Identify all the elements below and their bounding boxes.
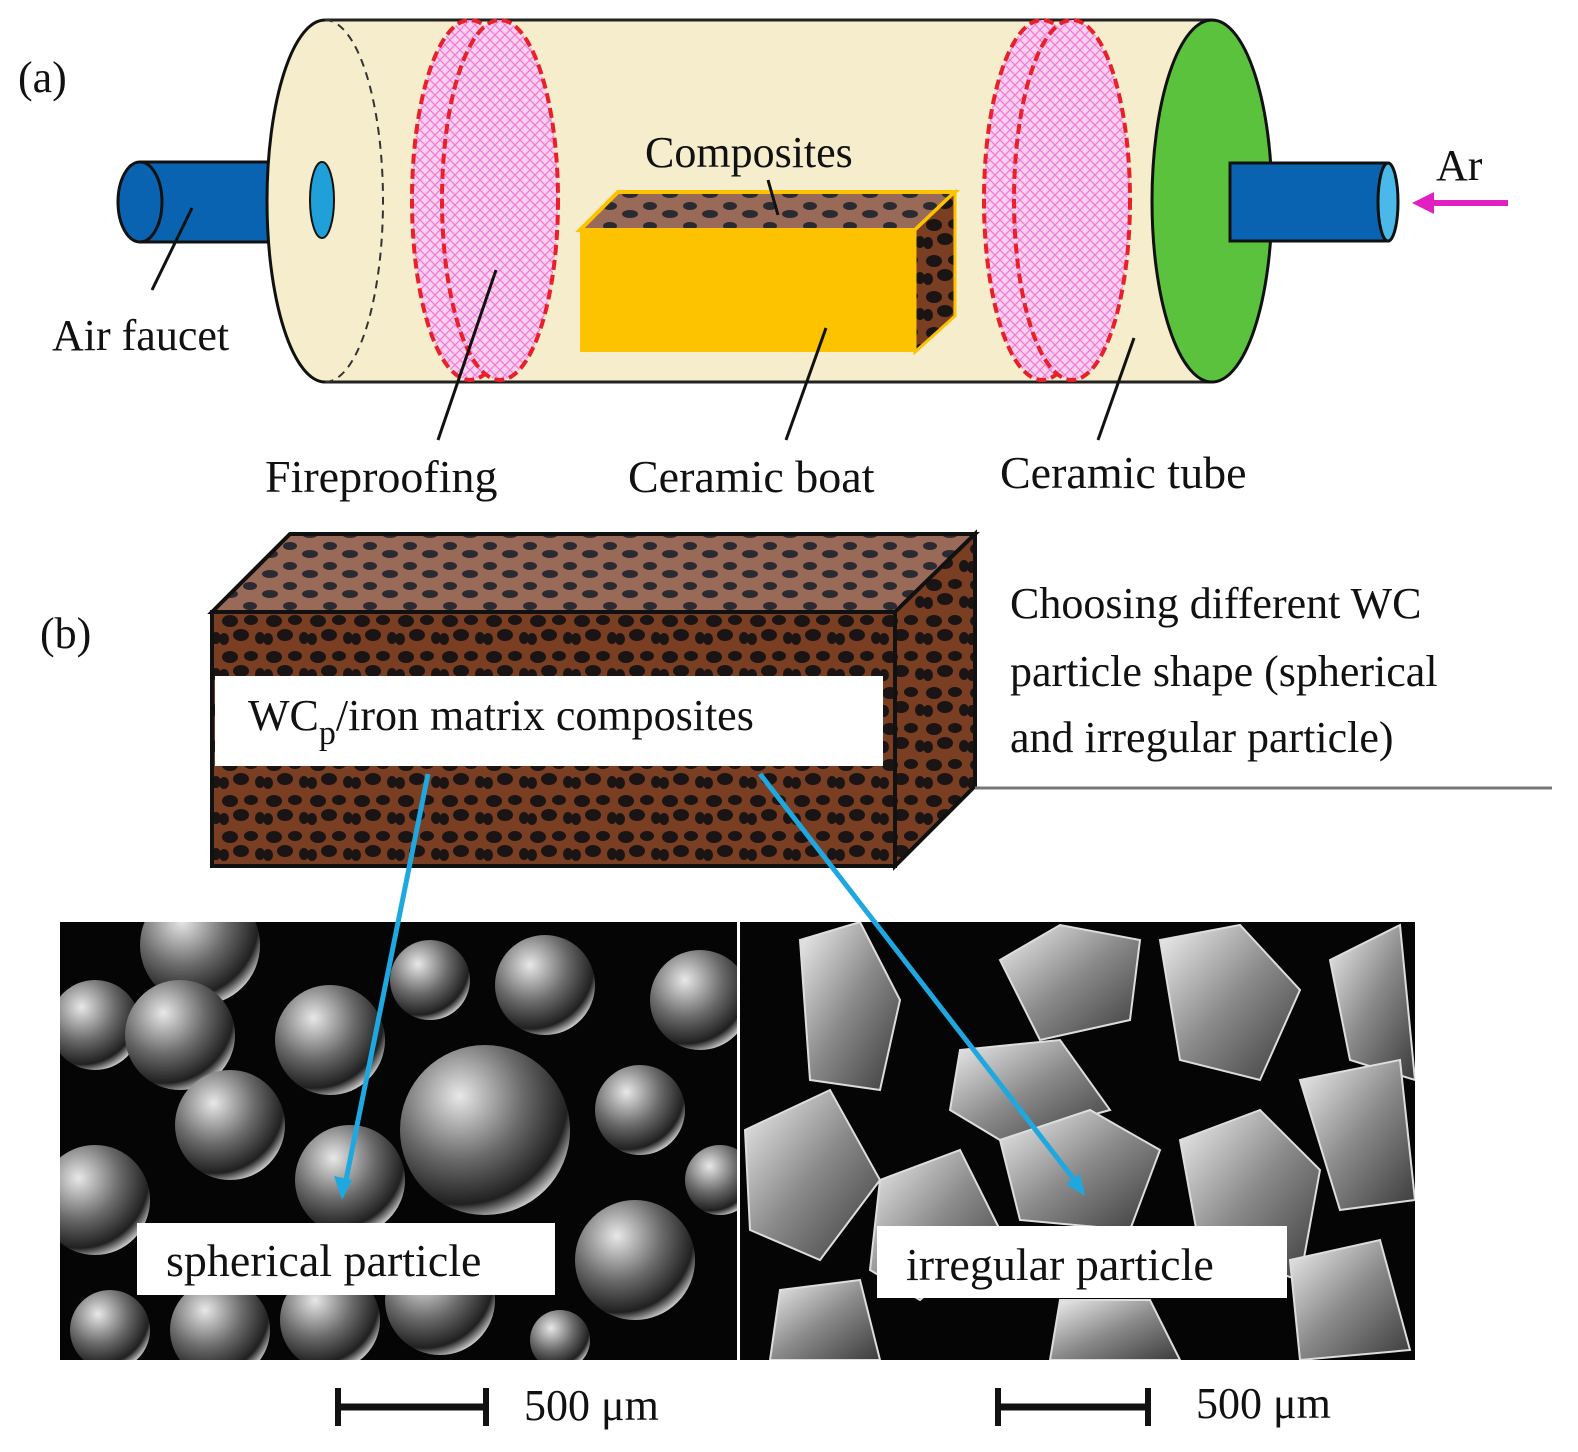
irregular-particle xyxy=(998,923,1142,1042)
irregular-particle xyxy=(1158,923,1302,1082)
note-line-1: Choosing different WC xyxy=(1010,579,1421,628)
sem-irregular-image xyxy=(740,922,1415,1360)
block-label: WCp/iron matrix composites xyxy=(248,691,754,752)
sphere-particle xyxy=(275,985,385,1095)
blue-arrows xyxy=(334,772,1085,1200)
irregular-particle xyxy=(743,1088,882,1262)
irregular-particle xyxy=(768,1278,882,1360)
note-line-3: and irregular particle) xyxy=(1010,713,1394,762)
sem-spherical-image xyxy=(60,922,737,1360)
irregular-particle xyxy=(1288,1238,1412,1360)
sphere-particle xyxy=(495,935,595,1035)
panel-b-tag: (b) xyxy=(40,609,91,658)
irregular-particle xyxy=(1048,1299,1182,1360)
irregular-particle xyxy=(1298,1058,1415,1212)
sphere-particle xyxy=(390,940,470,1020)
label-ar: Ar xyxy=(1436,141,1483,190)
sphere-particle xyxy=(170,1280,270,1360)
sphere-particle xyxy=(60,980,140,1070)
note-line-2: particle shape (spherical xyxy=(1010,647,1438,696)
scale-label-left: 500 μm xyxy=(524,1381,659,1430)
spherical-label-box xyxy=(137,1223,555,1295)
sphere-particle xyxy=(175,1070,285,1180)
irregular-particle xyxy=(798,922,902,1092)
label-ceramic-tube: Ceramic tube xyxy=(1000,447,1247,498)
ar-arrow-icon xyxy=(1412,192,1508,214)
sphere-particle xyxy=(575,1200,695,1320)
irregular-label-box xyxy=(877,1226,1287,1298)
label-ceramic-boat: Ceramic boat xyxy=(628,451,875,502)
irregular-label: irregular particle xyxy=(906,1239,1214,1290)
air-faucet-pipe xyxy=(116,160,282,244)
composite-block xyxy=(207,529,980,871)
fireproofing-right xyxy=(982,18,1132,382)
sphere-particle xyxy=(400,1045,570,1215)
sphere-particle xyxy=(70,1290,150,1360)
spherical-label: spherical particle xyxy=(166,1235,481,1286)
label-air-faucet: Air faucet xyxy=(52,311,229,360)
sphere-particle xyxy=(125,980,235,1090)
sphere-particle xyxy=(530,1310,590,1360)
sphere-particle xyxy=(650,950,737,1050)
sphere-particle xyxy=(60,1145,150,1255)
scale-label-right: 500 μm xyxy=(1196,1379,1331,1428)
ceramic-boat xyxy=(575,188,961,356)
panel-a-tag: (a) xyxy=(18,53,67,102)
scale-bar-left xyxy=(335,1388,489,1426)
sphere-particle xyxy=(685,1145,737,1215)
fireproofing-left xyxy=(410,18,560,382)
label-fireproofing: Fireproofing xyxy=(265,451,498,502)
sphere-particle xyxy=(595,1065,685,1155)
irregular-particle xyxy=(1328,923,1415,1082)
ar-inlet-pipe xyxy=(1228,161,1400,243)
scale-bar-right xyxy=(995,1388,1151,1426)
leader-lines xyxy=(150,179,1136,441)
irregular-particle xyxy=(998,1108,1162,1232)
label-composites: Composites xyxy=(645,128,853,177)
